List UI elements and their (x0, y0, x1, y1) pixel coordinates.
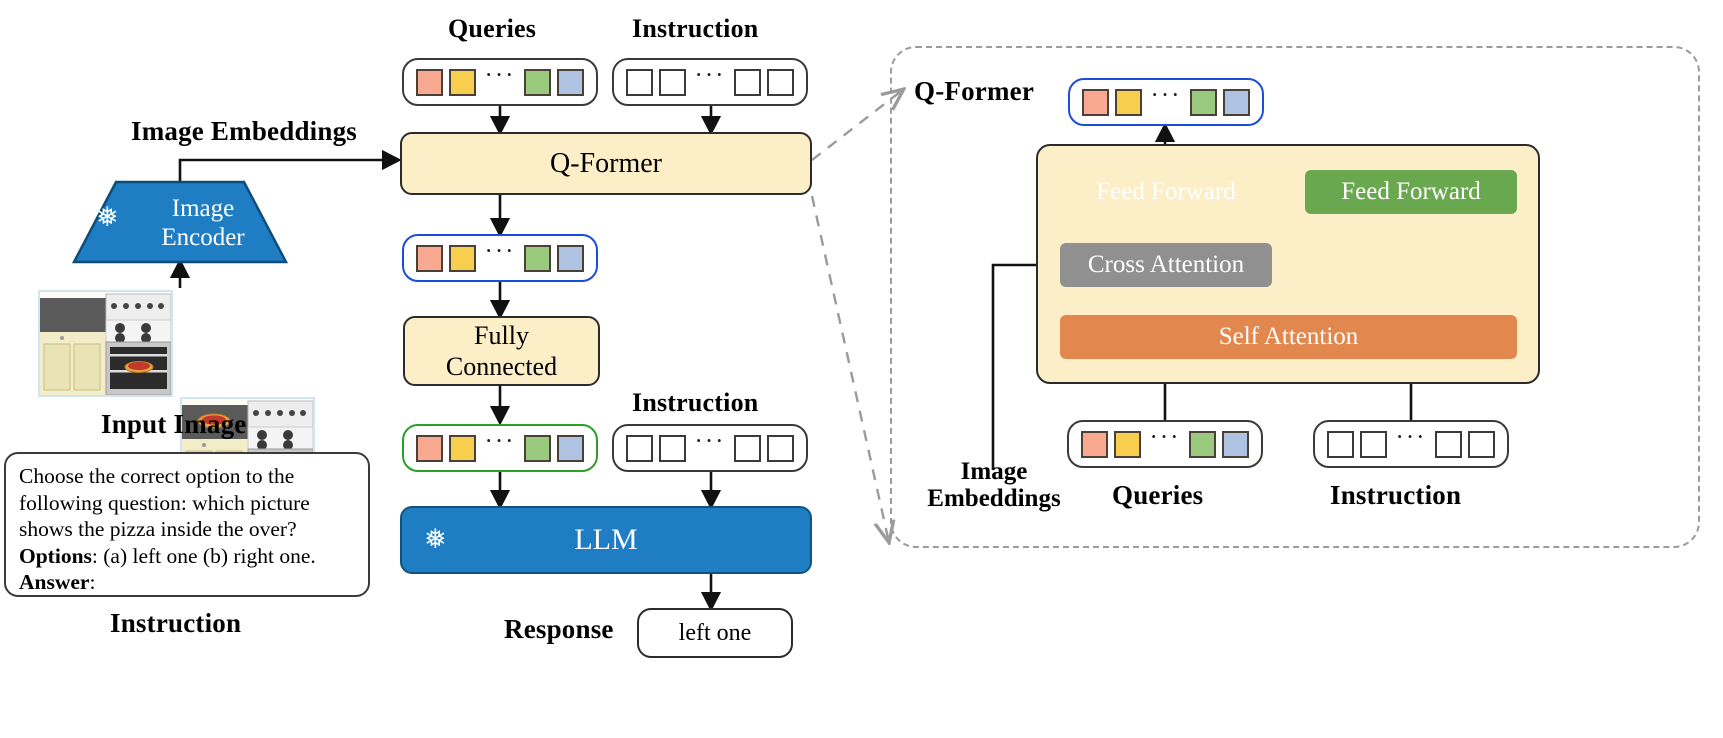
instruction-token (1327, 430, 1354, 458)
label-queries-top: Queries (448, 14, 537, 43)
panel-instruction-token-row: ··· (1313, 420, 1509, 468)
query-token-yellow (1114, 430, 1142, 458)
prompt-options-line: Options: (a) left one (b) right one. (19, 543, 355, 570)
snowflake-icon: ❅ (96, 202, 119, 232)
label-queries-right: Queries (1112, 480, 1204, 510)
prompt-line-1: Choose the correct option to the (19, 464, 295, 488)
label-image-embeddings: Image Embeddings (131, 116, 357, 146)
options-label: Options (19, 543, 92, 568)
encoder-line1: Image (171, 195, 235, 222)
prompt-line-3: shows the pizza inside the over? (19, 517, 297, 541)
answer-label: Answer (19, 570, 90, 594)
query-token-red (416, 68, 443, 96)
panel-title-qformer: Q-Former (914, 76, 1035, 106)
ellipsis-icon: ··· (1149, 424, 1181, 451)
instruction-token (1360, 430, 1388, 458)
query-token-red (416, 244, 443, 272)
answer-text: : (89, 570, 96, 594)
img-emb-line2: Embeddings (927, 485, 1061, 512)
prompt-answer-line: Answer: (19, 569, 355, 596)
label-response: Response (504, 614, 614, 644)
ellipsis-icon: ··· (484, 62, 516, 89)
label-input-image: Input Image (101, 409, 247, 439)
query-token-green (523, 68, 551, 96)
feed-forward-left-block: Feed Forward (1096, 178, 1236, 205)
panel-queries-token-row: ··· (1067, 420, 1263, 468)
instruction-token (766, 68, 794, 96)
fc-line2: Connected (445, 352, 558, 381)
instruction-token (733, 68, 761, 96)
label-instruction-mid: Instruction (632, 388, 759, 417)
query-token-blue (556, 68, 584, 96)
instruction-token (733, 434, 761, 462)
ellipsis-icon: ··· (484, 238, 516, 265)
label-image-embeddings-right: Image Embeddings (906, 458, 1082, 512)
query-token-green (1188, 430, 1216, 458)
ellipsis-icon: ··· (1395, 424, 1427, 451)
instruction-token (766, 434, 794, 462)
instruction-token-row-top: ··· (612, 58, 808, 106)
query-token-blue (556, 244, 584, 272)
fully-connected-block: Fully Connected (403, 316, 600, 386)
feed-forward-right-block: Feed Forward (1305, 170, 1517, 214)
query-token-yellow (449, 434, 477, 462)
label-instruction-left: Instruction (110, 608, 242, 638)
query-token-blue (556, 434, 584, 462)
instruction-token (1434, 430, 1462, 458)
zoom-guide-bottom (810, 195, 888, 538)
query-token-yellow (449, 244, 477, 272)
instruction-token (626, 68, 653, 96)
query-token-green (1189, 88, 1217, 116)
self-attention-block: Self Attention (1060, 315, 1517, 359)
instruction-token (659, 434, 687, 462)
prompt-line-2: following question: which picture (19, 490, 310, 515)
zoom-guide-top (811, 92, 900, 161)
llm-input-token-row: ··· (402, 424, 598, 472)
query-token-red (416, 434, 443, 462)
instruction-token (1467, 430, 1495, 458)
qformer-detail-panel (890, 46, 1700, 548)
query-token-green (523, 244, 551, 272)
query-token-blue (1222, 88, 1250, 116)
instruction-token-row-mid: ··· (612, 424, 808, 472)
query-token-yellow (449, 68, 477, 96)
image-encoder-label: Image Encoder (148, 194, 258, 252)
instruction-token (626, 434, 653, 462)
ellipsis-icon: ··· (694, 62, 726, 89)
ellipsis-icon: ··· (1150, 82, 1182, 109)
label-instruction-top: Instruction (632, 14, 759, 43)
response-box: left one (637, 608, 793, 658)
query-token-green (523, 434, 551, 462)
llm-label: LLM (574, 523, 638, 556)
qformer-block: Q-Former (400, 132, 812, 195)
qformer-output-token-row: ··· (402, 234, 598, 282)
llm-block: ❅ LLM (400, 506, 812, 574)
instruction-prompt-box: Choose the correct option to the followi… (4, 452, 370, 597)
input-image-left (38, 290, 173, 397)
query-token-red (1081, 430, 1108, 458)
query-token-red (1082, 88, 1109, 116)
fc-line1: Fully (474, 321, 529, 350)
img-emb-line1: Image (960, 458, 1028, 485)
instruction-token (659, 68, 687, 96)
ellipsis-icon: ··· (484, 428, 516, 455)
snowflake-icon: ❅ (424, 524, 447, 554)
panel-output-token-row: ··· (1068, 78, 1264, 126)
options-text: : (a) left one (b) right one. (91, 543, 316, 568)
label-instruction-right: Instruction (1330, 480, 1462, 510)
query-token-blue (1221, 430, 1249, 458)
cross-attention-block: Cross Attention (1060, 243, 1272, 287)
ellipsis-icon: ··· (694, 428, 726, 455)
image-encoder-block: ❅ Image Encoder (71, 180, 289, 264)
arrow-encoder-to-qformer (178, 149, 402, 182)
queries-token-row-top: ··· (402, 58, 598, 106)
query-token-yellow (1115, 88, 1143, 116)
encoder-line2: Encoder (161, 224, 245, 251)
